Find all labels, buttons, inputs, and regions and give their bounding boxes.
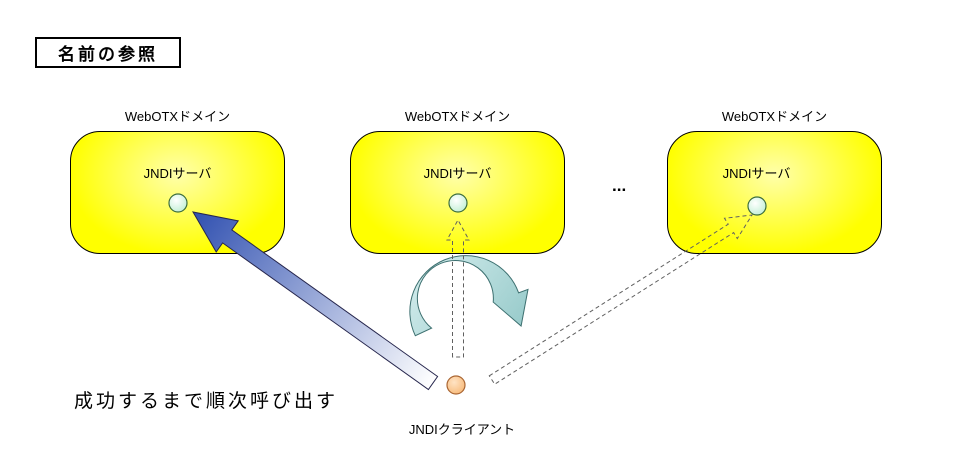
domain-label-3: WebOTXドメイン <box>721 109 828 124</box>
dashed-arrow-middle <box>446 218 470 358</box>
server-node-1 <box>168 193 188 213</box>
domain-box-1: JNDIサーバ <box>70 131 285 254</box>
domain-label-2: WebOTXドメイン <box>404 109 511 124</box>
dashed-arrow-right <box>488 214 753 385</box>
server-node-3 <box>747 196 767 216</box>
page-title: 名前の参照 <box>35 37 181 68</box>
solid-call-arrow <box>192 211 439 391</box>
domain-box-2: JNDIサーバ <box>350 131 565 254</box>
ellipsis-text: ... <box>612 176 627 195</box>
server-label-2: JNDIサーバ <box>423 166 492 181</box>
curved-retry-arrow <box>409 255 529 337</box>
caption-text: 成功するまで順次呼び出す <box>74 391 339 412</box>
domain-label-1: WebOTXドメイン <box>124 109 231 124</box>
client-label: JNDIクライアント <box>408 422 516 437</box>
client-node <box>446 375 466 395</box>
domain-box-3: JNDIサーバ <box>667 131 882 254</box>
server-label-3: JNDIサーバ <box>722 166 791 181</box>
server-label-1: JNDIサーバ <box>143 166 212 181</box>
server-node-2 <box>448 193 468 213</box>
